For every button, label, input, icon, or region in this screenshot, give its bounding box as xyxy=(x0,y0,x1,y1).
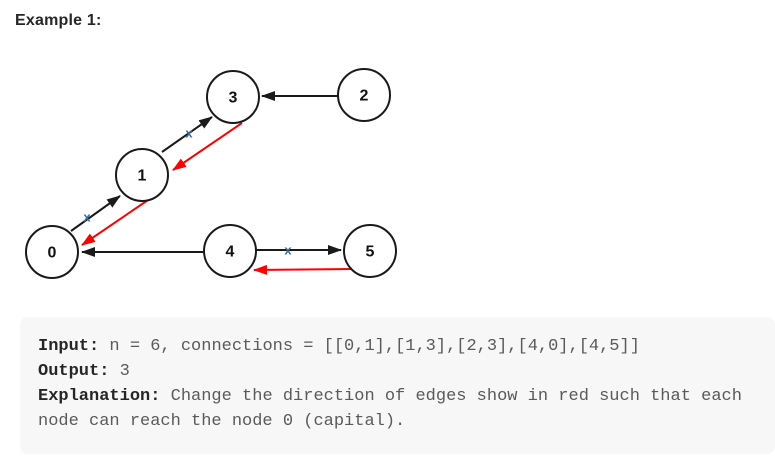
cross-marks-layer: x x x xyxy=(83,126,292,258)
input-value: n = 6, connections = [[0,1],[1,3],[2,3],… xyxy=(109,337,640,356)
node-circle-5 xyxy=(343,224,397,278)
node-circle-2 xyxy=(337,68,391,122)
graph-node-2: 2 xyxy=(337,68,391,122)
output-label: Output: xyxy=(38,362,120,381)
cross-mark-icon: x xyxy=(83,210,91,225)
node-label-2: 2 xyxy=(360,88,369,105)
graph-figure: 0 1 2 3 4 5 x x x xyxy=(25,68,397,279)
example-io-block: Input: n = 6, connections = [[0,1],[1,3]… xyxy=(20,317,775,454)
graph-node-0: 0 xyxy=(25,225,79,279)
graph-node-4: 4 xyxy=(203,224,257,278)
edge-5-to-4-reversed xyxy=(253,264,353,275)
node-circle-0 xyxy=(25,225,79,279)
node-label-1: 1 xyxy=(138,168,147,185)
graph-node-3: 3 xyxy=(206,70,260,124)
node-circle-4 xyxy=(203,224,257,278)
node-circle-1 xyxy=(115,148,169,202)
node-circle-3 xyxy=(206,70,260,124)
node-label-0: 0 xyxy=(48,245,57,262)
edges-layer xyxy=(70,91,353,275)
node-label-3: 3 xyxy=(229,90,238,107)
node-label-5: 5 xyxy=(366,244,375,261)
edge-1-to-3 xyxy=(161,116,213,153)
node-label-4: 4 xyxy=(226,244,235,261)
nodes-layer: 0 1 2 3 4 5 xyxy=(25,68,397,279)
edge-0-to-1 xyxy=(70,195,121,232)
input-label: Input: xyxy=(38,337,110,356)
edge-1-to-0-reversed xyxy=(81,197,152,246)
graph-node-1: 1 xyxy=(115,148,169,202)
graph-node-5: 5 xyxy=(343,224,397,278)
explanation-value: Change the direction of edges show in re… xyxy=(38,387,753,431)
edge-3-to-1-reversed xyxy=(172,122,243,171)
output-value: 3 xyxy=(119,362,130,381)
explanation-label: Explanation: xyxy=(38,387,171,406)
example-heading: Example 1: xyxy=(15,12,102,29)
cross-mark-icon: x xyxy=(284,243,292,258)
cross-mark-icon: x xyxy=(185,126,193,141)
